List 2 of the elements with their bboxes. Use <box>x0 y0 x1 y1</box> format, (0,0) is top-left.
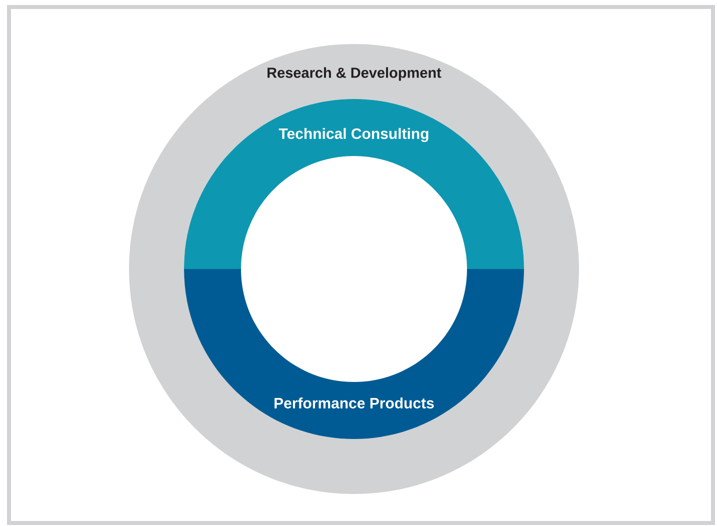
half-ring: Technical Consulting <box>184 99 524 269</box>
half-ring: Performance Products <box>184 269 524 439</box>
